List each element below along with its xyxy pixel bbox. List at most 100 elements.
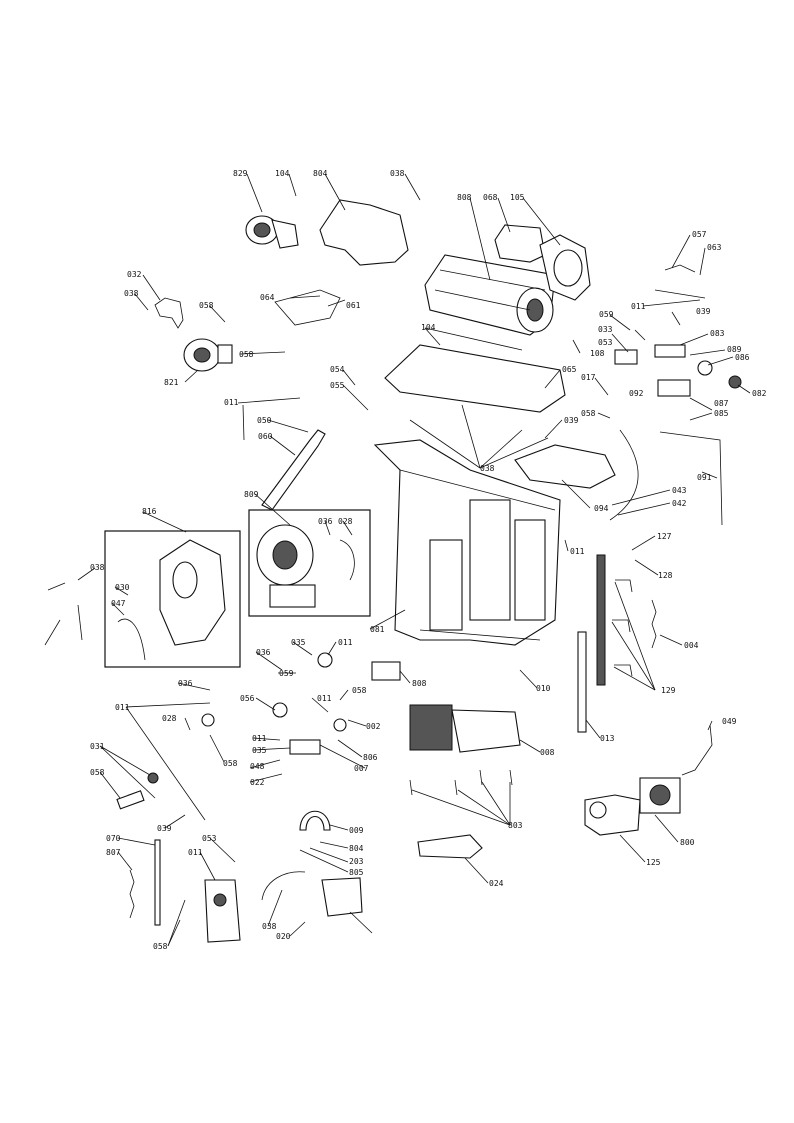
part-label: 804 bbox=[349, 844, 364, 853]
part-label: 035 bbox=[291, 638, 306, 647]
part-816-pump bbox=[117, 539, 226, 661]
part-label: 056 bbox=[240, 694, 255, 703]
part-label: 011 bbox=[570, 547, 585, 556]
part-label: 053 bbox=[598, 338, 613, 347]
part-label: 011 bbox=[317, 694, 332, 703]
part-label: 055 bbox=[330, 381, 345, 390]
part-label: 800 bbox=[680, 838, 695, 847]
part-label: 038 bbox=[390, 169, 405, 178]
part-022-hose bbox=[299, 810, 331, 831]
part-label: 004 bbox=[684, 641, 699, 650]
part-label: 011 bbox=[252, 734, 267, 743]
leader-lines bbox=[77, 173, 751, 947]
part-label: 104 bbox=[275, 169, 290, 178]
part-label: 047 bbox=[111, 599, 126, 608]
part-091-pipe bbox=[659, 431, 723, 526]
part-042-tube bbox=[609, 429, 639, 521]
inset-box-809 bbox=[248, 509, 371, 617]
part-label: 058 bbox=[239, 350, 254, 359]
part-label: 036 bbox=[318, 517, 333, 526]
part-label: 060 bbox=[258, 432, 273, 441]
part-007-filter bbox=[116, 790, 145, 810]
part-label: 024 bbox=[489, 879, 504, 888]
part-label: 058 bbox=[352, 686, 367, 695]
part-label: 108 bbox=[590, 349, 605, 358]
part-label: 038 bbox=[90, 563, 105, 572]
part-807-valve bbox=[204, 879, 241, 943]
part-label: 086 bbox=[735, 353, 750, 362]
part-804-spring-rod bbox=[129, 869, 135, 919]
part-004-spring bbox=[651, 599, 657, 649]
part-label: 011 bbox=[115, 703, 130, 712]
part-label: 068 bbox=[483, 193, 498, 202]
part-label: 038 bbox=[262, 922, 277, 931]
part-label: 129 bbox=[661, 686, 676, 695]
part-label: 063 bbox=[707, 243, 722, 252]
part-label: 829 bbox=[233, 169, 248, 178]
part-label: 011 bbox=[631, 302, 646, 311]
part-label: 805 bbox=[349, 868, 364, 877]
part-label: 033 bbox=[598, 325, 613, 334]
part-label: 128 bbox=[658, 571, 673, 580]
part-label: 087 bbox=[714, 399, 729, 408]
part-808-pump-block bbox=[371, 661, 401, 681]
part-label: 807 bbox=[106, 848, 121, 857]
part-label: 059 bbox=[279, 669, 294, 678]
part-label: 092 bbox=[629, 389, 644, 398]
part-label: 028 bbox=[338, 517, 353, 526]
part-label: 048 bbox=[250, 762, 265, 771]
part-013-hook bbox=[681, 724, 713, 776]
part-label: 009 bbox=[349, 826, 364, 835]
part-label: 031 bbox=[90, 742, 105, 751]
part-label: 011 bbox=[338, 638, 353, 647]
part-label: 070 bbox=[106, 834, 121, 843]
part-label: 104 bbox=[421, 323, 436, 332]
part-125-board bbox=[417, 834, 483, 859]
part-label: 058 bbox=[153, 942, 168, 951]
part-label: 049 bbox=[722, 717, 737, 726]
part-083-valve-assembly bbox=[614, 344, 742, 397]
part-label: 091 bbox=[697, 473, 712, 482]
part-821-motor bbox=[183, 338, 233, 372]
part-064-plate bbox=[274, 289, 341, 326]
part-label: 030 bbox=[115, 583, 130, 592]
part-094-support bbox=[514, 444, 616, 489]
part-label: 083 bbox=[710, 329, 725, 338]
part-label: 094 bbox=[594, 504, 609, 513]
part-label: 105 bbox=[510, 193, 525, 202]
part-label: 804 bbox=[313, 169, 328, 178]
part-label: 039 bbox=[564, 416, 579, 425]
part-065-tray bbox=[384, 344, 566, 413]
part-label: 028 bbox=[162, 714, 177, 723]
part-label: 081 bbox=[370, 625, 385, 634]
part-032-bracket bbox=[154, 297, 184, 329]
part-label: 059 bbox=[599, 310, 614, 319]
part-label: 127 bbox=[657, 532, 672, 541]
part-label: 809 bbox=[244, 490, 259, 499]
part-label: 002 bbox=[366, 722, 381, 731]
part-829-motor bbox=[245, 215, 299, 249]
inset-box-816 bbox=[104, 530, 241, 668]
part-804-cover bbox=[319, 199, 409, 266]
part-label: 050 bbox=[257, 416, 272, 425]
part-808-brew-unit bbox=[424, 254, 556, 336]
part-label: 125 bbox=[646, 858, 661, 867]
part-label: 089 bbox=[727, 345, 742, 354]
part-label: 064 bbox=[260, 293, 275, 302]
part-008-gasket bbox=[147, 772, 159, 784]
part-809-heater bbox=[256, 524, 355, 608]
part-063-pipe bbox=[654, 264, 706, 299]
part-label: 010 bbox=[536, 684, 551, 693]
part-label: 058 bbox=[199, 301, 214, 310]
part-label: 020 bbox=[276, 932, 291, 941]
part-label: 038 bbox=[124, 289, 139, 298]
part-048-fittings bbox=[201, 652, 347, 755]
part-label: 038 bbox=[480, 464, 495, 473]
part-label: 806 bbox=[363, 753, 378, 762]
part-label: 022 bbox=[250, 778, 265, 787]
part-label: 042 bbox=[672, 499, 687, 508]
part-label: 085 bbox=[714, 409, 729, 418]
part-label: 808 bbox=[412, 679, 427, 688]
part-label: 036 bbox=[256, 648, 271, 657]
